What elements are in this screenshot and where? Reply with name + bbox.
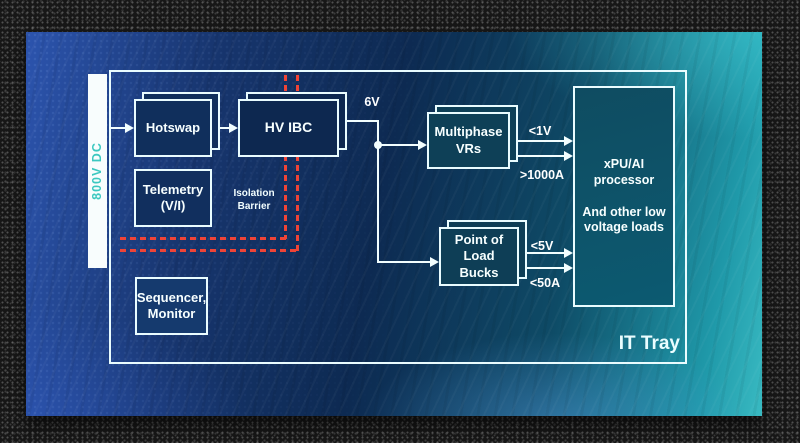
arrowhead-pol-to-xpu-top [564, 248, 573, 258]
it-tray-title: IT Tray [618, 333, 680, 354]
wire-vr-to-xpu-top [518, 140, 565, 142]
wire-to-multiphase [379, 144, 419, 146]
xpu-label-line3: And other low [582, 204, 666, 219]
hotswap-label: Hotswap [145, 119, 201, 135]
isolation-barrier-caption-line2: Barrier [237, 201, 271, 212]
wire-hvibc-output [339, 120, 379, 122]
multiphase-label-line2: VRs [455, 140, 482, 156]
telemetry-block: Telemetry (V/I) [134, 169, 212, 227]
telemetry-label-line2: (V/I) [160, 198, 186, 213]
multiphase-vrs-block: Multiphase VRs [427, 112, 510, 169]
wire-pol-to-xpu-bottom [527, 267, 565, 269]
xpu-ai-processor-block: xPU/AI processor And other low voltage l… [573, 86, 675, 307]
isolation-barrier-line-horizontal-bottom [120, 249, 299, 252]
arrowhead-to-multiphase [418, 140, 427, 150]
wire-hotswap-to-hvibc [212, 127, 230, 129]
isolation-barrier-line-vertical-right [296, 75, 299, 251]
multiphase-label-line1: Multiphase [434, 124, 503, 140]
pol-label-line1: Point of [454, 232, 504, 248]
isolation-barrier-caption: Isolation Barrier [214, 187, 294, 213]
arrowhead-hotswap-to-hvibc [229, 123, 238, 133]
isolation-barrier-line-vertical-left [284, 75, 287, 239]
arrowhead-rail-to-hotswap [125, 123, 134, 133]
xpu-label-line1: xPU/AI [603, 157, 645, 172]
presentation-screen: 800V DC Hotswap HV IBC [26, 32, 762, 416]
telemetry-label-line1: Telemetry [142, 181, 204, 197]
label-gt1000a: >1000A [519, 168, 565, 182]
xpu-label-line4: voltage loads [584, 220, 664, 235]
arrowhead-to-pol [430, 257, 439, 267]
arrowhead-pol-to-xpu-bottom [564, 263, 573, 273]
wire-to-pol [379, 261, 431, 263]
wire-pol-to-xpu-top [527, 252, 565, 254]
sequencer-monitor-block: Sequencer, Monitor [135, 277, 208, 335]
isolation-barrier-caption-line1: Isolation [233, 188, 275, 199]
xpu-label-line2: processor [593, 172, 655, 187]
label-6v: 6V [364, 95, 380, 109]
it-tray-boundary [109, 70, 687, 364]
sequencer-label-line1: Sequencer, [136, 289, 207, 305]
wire-rail-to-hotswap [109, 127, 126, 129]
hv-ibc-block: HV IBC [238, 99, 339, 157]
arrowhead-vr-to-xpu-top [564, 136, 573, 146]
wire-bus-vertical [377, 144, 379, 263]
label-lt50a: <50A [529, 276, 561, 290]
wire-hvibc-drop [377, 120, 379, 146]
hotswap-block: Hotswap [134, 99, 212, 157]
hv-ibc-label: HV IBC [264, 119, 313, 136]
label-lt5v: <5V [530, 239, 554, 253]
input-rail-bar [88, 74, 107, 268]
arrowhead-vr-to-xpu-bottom [564, 151, 573, 161]
point-of-load-bucks-block: Point of Load Bucks [439, 227, 519, 286]
sequencer-label-line2: Monitor [147, 306, 196, 321]
isolation-barrier-line-horizontal-top [120, 237, 287, 240]
label-lt1v: <1V [528, 124, 552, 138]
pol-label-line3: Bucks [459, 264, 499, 280]
input-rail-label: 800V DC [90, 142, 104, 200]
wire-vr-to-xpu-bottom [518, 155, 565, 157]
pol-label-line2: Load [463, 248, 495, 264]
